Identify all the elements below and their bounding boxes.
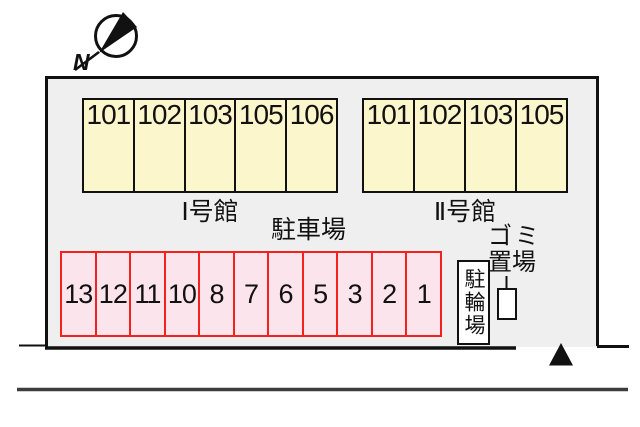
garbage-area-label: ゴミ 置場 — [488, 224, 542, 276]
garbage-area-box — [497, 288, 517, 320]
building-2-label: Ⅱ号館 — [433, 198, 497, 226]
parking-space-cell: 5 — [303, 251, 339, 337]
entrance-marker-triangle — [549, 343, 573, 366]
site-boundary — [19, 76, 629, 350]
parking-space-cell: 8 — [200, 251, 235, 337]
parking-lot-label: 駐車場 — [271, 216, 347, 244]
building-1-label: Ⅰ号館 — [181, 198, 239, 226]
room-cell: 105 — [236, 98, 288, 193]
bicycle-parking-label: 駐輪場 — [462, 268, 485, 337]
parking-space-cell: 2 — [372, 251, 408, 337]
parking-space-cell: 10 — [165, 251, 201, 337]
garbage-label-line2: 置場 — [488, 249, 536, 276]
room-cell: 101 — [362, 98, 415, 193]
room-cell: 102 — [134, 98, 186, 193]
room-cell: 105 — [517, 98, 568, 193]
parking-space-cell: 1 — [407, 251, 443, 337]
parking-space-cell: 7 — [234, 251, 270, 337]
parking-space-cell: 6 — [269, 251, 304, 337]
parking-space-cell: 13 — [60, 251, 97, 337]
compass-north-label: N — [73, 49, 90, 75]
room-cell: 102 — [415, 98, 466, 193]
room-cell: 103 — [185, 98, 237, 193]
compass-north-icon: N — [73, 12, 138, 75]
parking-space-cell: 11 — [131, 251, 166, 337]
parking-space-cell: 3 — [338, 251, 373, 337]
room-cell: 106 — [287, 98, 338, 193]
parking-space-cell: 12 — [96, 251, 132, 337]
bicycle-parking-box: 駐輪場 — [457, 260, 490, 345]
room-cell: 103 — [466, 98, 517, 193]
garbage-label-line1: ゴミ — [488, 223, 542, 250]
room-cell: 101 — [82, 98, 135, 193]
